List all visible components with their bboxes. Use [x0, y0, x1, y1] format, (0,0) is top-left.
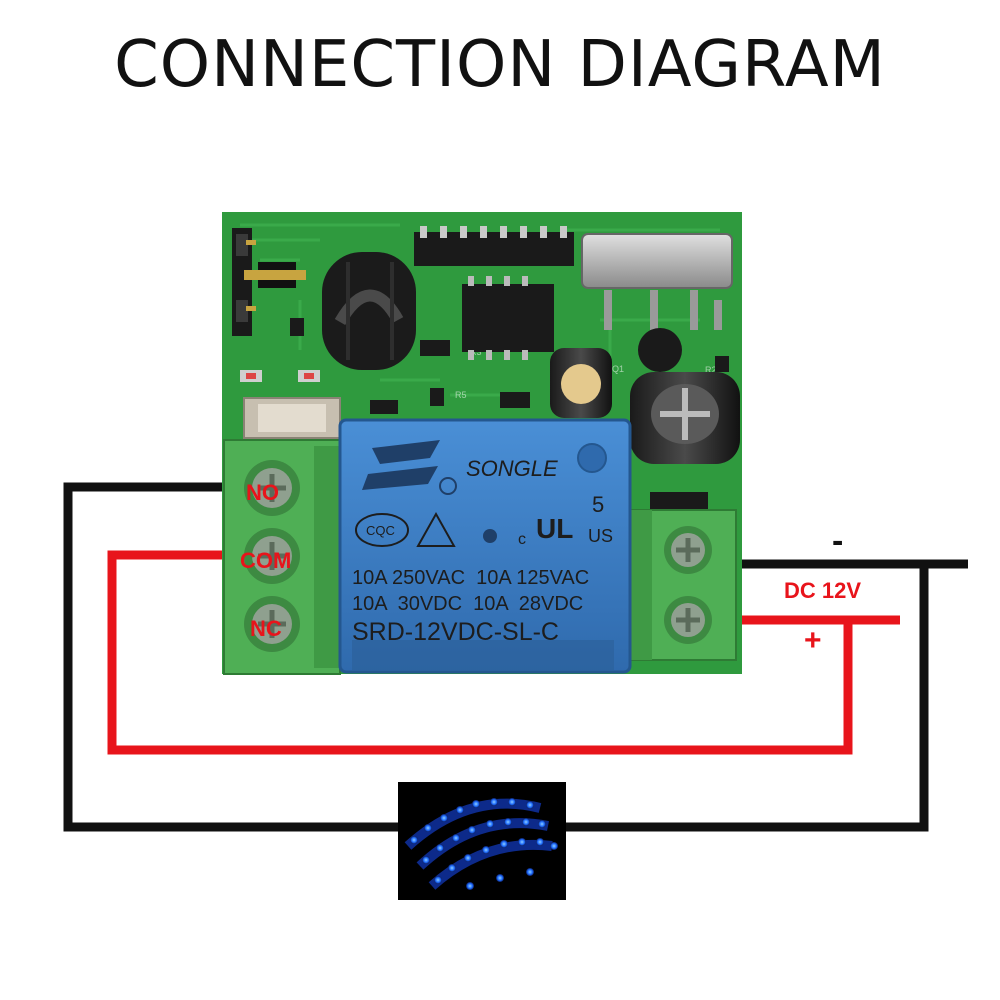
smd-leds: [240, 370, 320, 382]
relay-number: 5: [592, 492, 604, 517]
relay-model: SRD-12VDC-SL-C: [352, 618, 559, 646]
large-capacitor: [630, 372, 740, 464]
terminal-label-no: NO: [246, 480, 279, 505]
small-capacitor: [550, 348, 612, 418]
black-wire-no-to-led: [63, 482, 398, 832]
svg-text:R5: R5: [455, 390, 467, 400]
output-terminal-block: NO COM NC: [223, 439, 341, 675]
jumper-header: [232, 228, 306, 336]
relay-rating-ac: 10A 250VAC 10A 125VAC: [352, 567, 589, 589]
learn-button: [243, 397, 341, 439]
diagram-title: CONNECTION DIAGRAM: [114, 28, 886, 102]
terminal-screw-nc: [244, 596, 300, 652]
terminal-screw-plus: [664, 596, 712, 644]
antenna-coil-icon: [322, 252, 416, 370]
ul-c-mark: c: [518, 531, 526, 548]
terminal-screw-minus: [664, 526, 712, 574]
led-strip-icon: [398, 782, 566, 900]
relay-rating-dc: 10A 30VDC 10A 28VDC: [352, 593, 583, 615]
songle-logo: [362, 440, 457, 495]
terminal-screw-no: [244, 460, 300, 516]
smd-components: [290, 318, 729, 514]
red-wire-com-to-plus: [107, 550, 900, 755]
power-terminal-block: [627, 509, 737, 661]
svg-text:R2: R2: [705, 365, 717, 375]
relay-brand: SONGLE: [466, 456, 558, 481]
us-mark: US: [588, 526, 613, 546]
cqc-text: CQC: [366, 523, 395, 538]
power-plus-label: +: [804, 624, 822, 657]
cqc-mark: CQC: [355, 511, 456, 547]
relay-icon: SONGLE 5 CQC c UL US 10A 250VAC 10A 125V…: [338, 418, 632, 674]
power-minus-label: -: [832, 522, 843, 560]
svg-text:Q1: Q1: [612, 364, 624, 374]
power-voltage-label: DC 12V: [784, 578, 861, 603]
ic-chip-top: [414, 226, 574, 266]
terminal-label-com: COM: [240, 548, 291, 573]
crystal-oscillator: [581, 233, 733, 330]
terminal-label-nc: NC: [250, 616, 282, 641]
black-wire-minus-to-led: [566, 559, 968, 832]
ul-mark: UL: [536, 513, 573, 544]
ic-chip-main: [462, 276, 554, 360]
transistor: [638, 328, 682, 372]
terminal-screw-com: [244, 528, 300, 584]
